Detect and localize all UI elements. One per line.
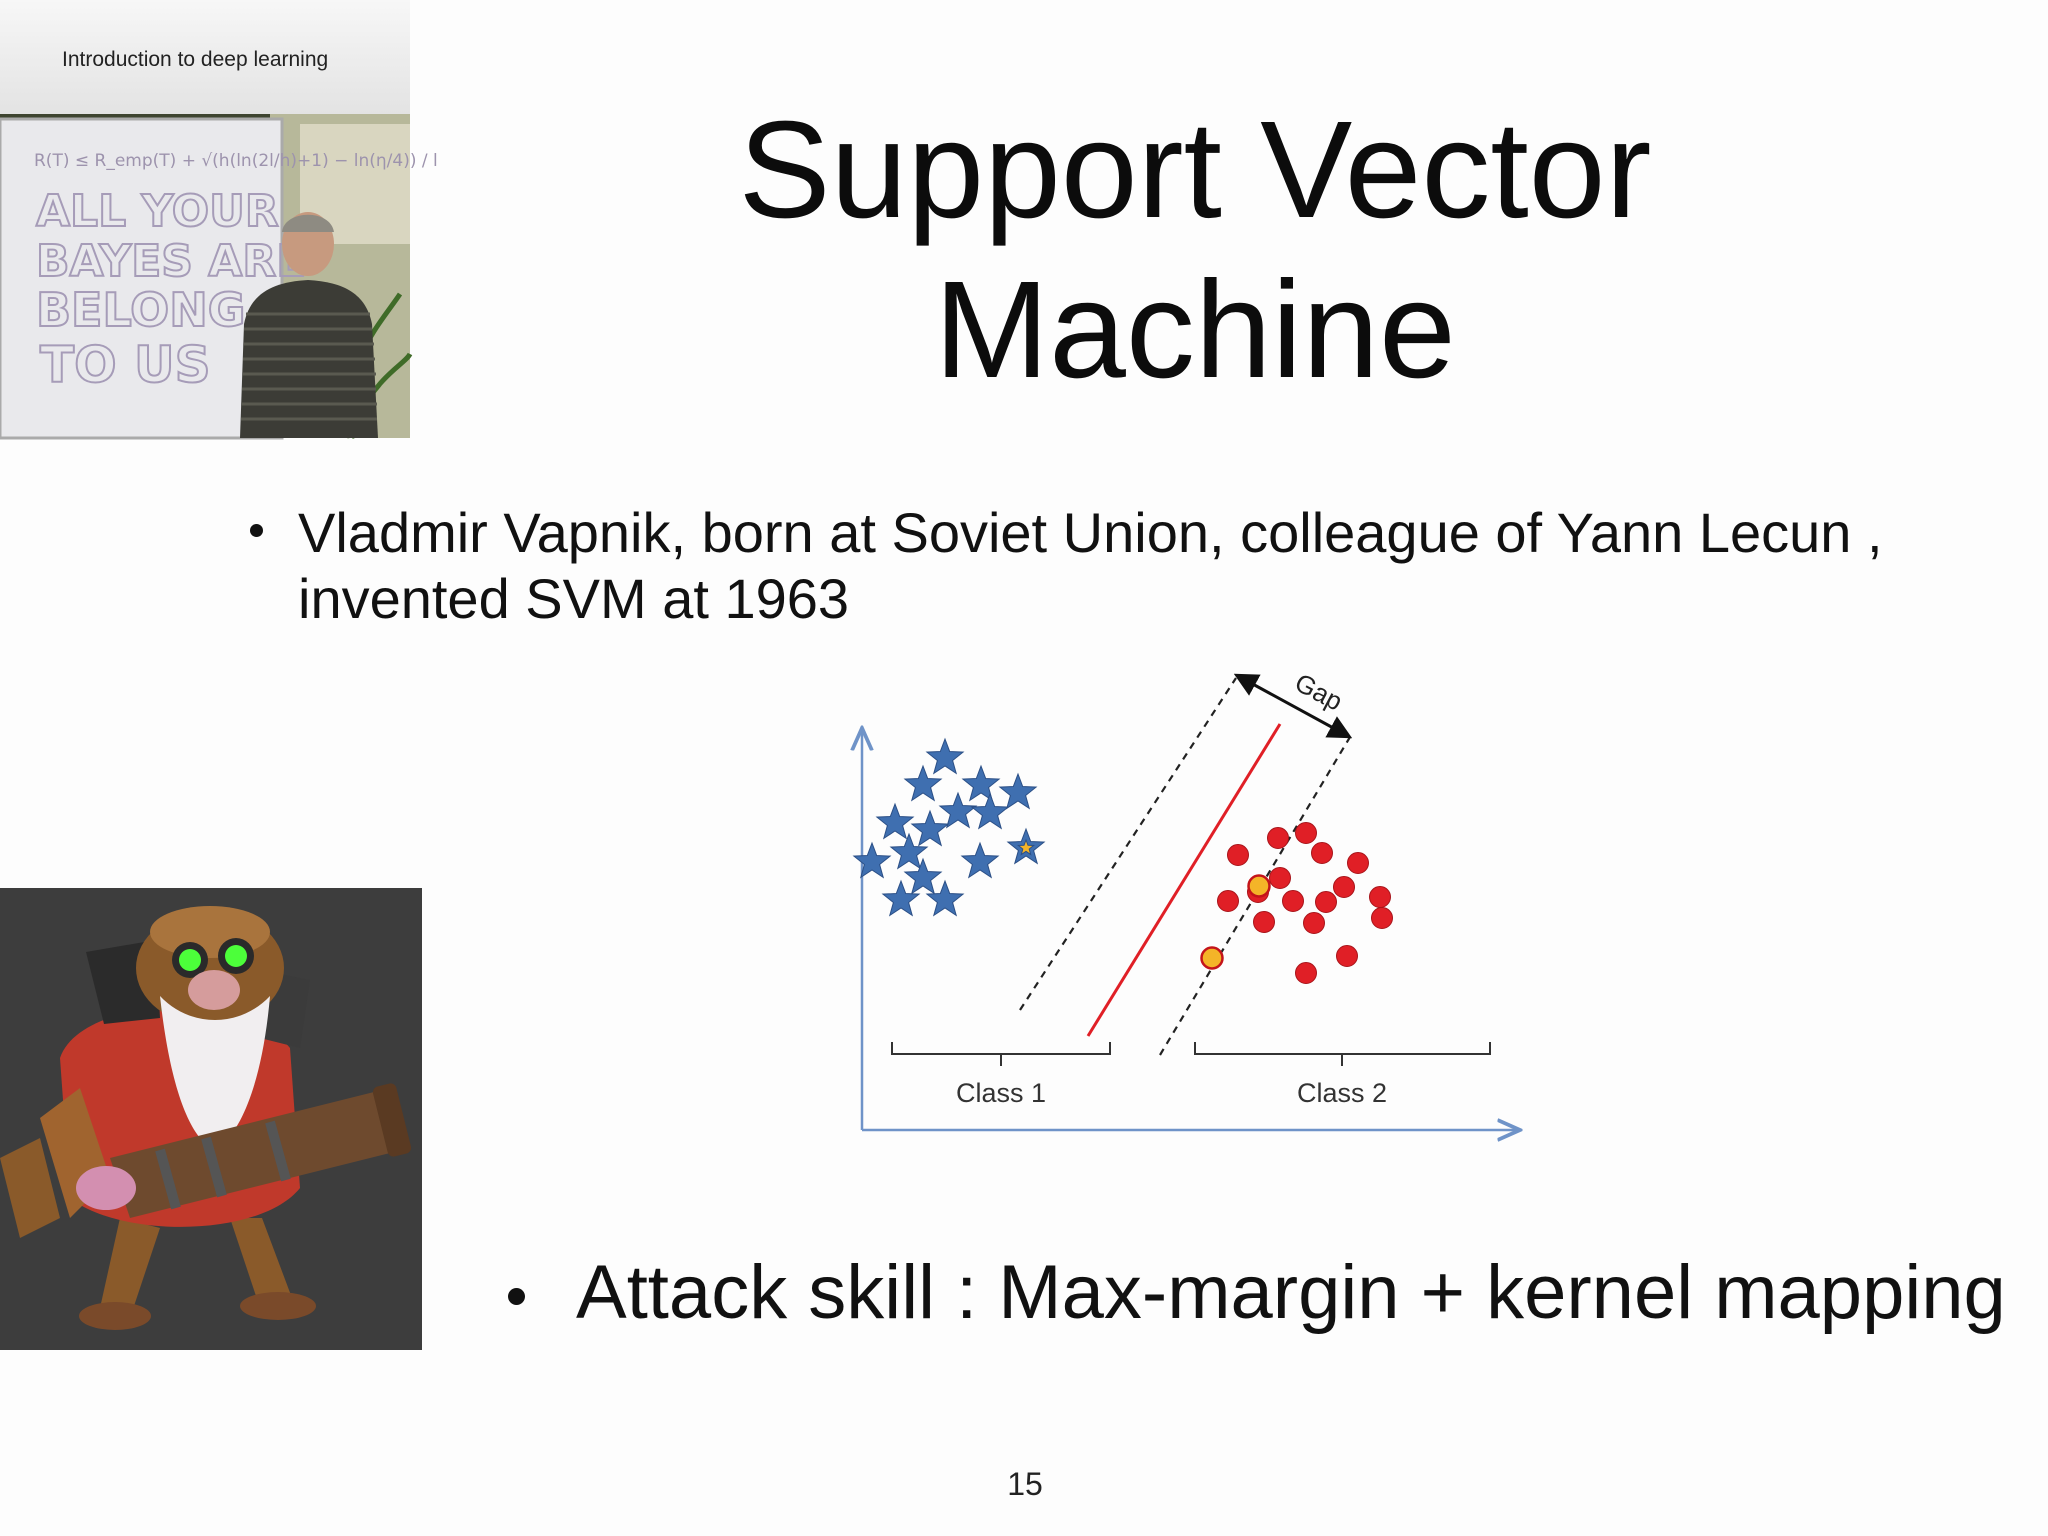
margin-line-left <box>1019 677 1237 1011</box>
class2-dot-point <box>1227 844 1249 866</box>
title-line-1: Support Vector <box>738 93 1652 247</box>
class1-star-point <box>970 792 1010 830</box>
page-number: 15 <box>1007 1466 1043 1502</box>
class2-dot-point <box>1217 890 1239 912</box>
class1-star-point <box>903 764 943 802</box>
course-title: Introduction to deep learning <box>62 48 329 71</box>
class2-support-vector <box>1200 946 1224 970</box>
class1-star-point <box>925 879 965 917</box>
class1-star-point <box>938 791 978 829</box>
vapnik-photo: R(T) ≤ R_emp(T) + √(h(ln(2l/h)+1) − ln(η… <box>0 114 438 440</box>
class1-bracket <box>891 1042 1111 1066</box>
class1-star-point <box>960 841 1000 879</box>
bullet-text: Attack skill : Max-margin + kernel mappi… <box>576 1250 2006 1335</box>
class2-dot-point <box>1295 822 1317 844</box>
class2-dot-point <box>1347 852 1369 874</box>
bullet-text: Vladmir Vapnik, born at Soviet Union, co… <box>298 501 1883 630</box>
class2-dot-point <box>1282 890 1304 912</box>
bullet-dot <box>508 1288 525 1305</box>
class1-star-point <box>903 857 943 895</box>
class1-star-point <box>910 809 950 847</box>
gap-arrow <box>1233 673 1353 739</box>
class1-star-point <box>881 879 921 917</box>
class1-star-point <box>889 832 929 870</box>
class1-support-vector <box>1017 838 1035 856</box>
whiteboard-line-2: BAYES ARE <box>36 236 306 287</box>
class1-star-point <box>961 764 1001 802</box>
class2-dot-point <box>1336 945 1358 967</box>
class1-star-point <box>925 737 965 775</box>
class2-dot-point <box>1371 907 1393 929</box>
class2-label: Class 2 <box>1297 1078 1387 1108</box>
whiteboard-line-3: BELONG <box>36 283 246 337</box>
class2-dot-point <box>1311 842 1333 864</box>
svm-diagram: Gap Class 1 Class 2 <box>840 660 1540 1170</box>
class2-dot-point <box>1315 891 1337 913</box>
whiteboard-line-1: ALL YOUR <box>36 186 279 237</box>
class2-dot-point <box>1267 827 1289 849</box>
class2-support-vector <box>1247 874 1271 898</box>
slide-title: Support Vector Machine <box>560 90 1830 410</box>
whiteboard-formula: R(T) ≤ R_emp(T) + √(h(ln(2l/h)+1) − ln(η… <box>34 151 438 171</box>
class1-star-point <box>852 841 892 879</box>
class2-dot-point <box>1303 912 1325 934</box>
class1-points <box>852 737 1046 917</box>
title-line-2: Machine <box>934 253 1456 407</box>
class1-star-point <box>998 772 1038 810</box>
bullet-dot <box>250 524 263 537</box>
class2-bracket <box>1194 1042 1491 1066</box>
class2-points <box>1200 822 1393 984</box>
whiteboard-line-4: TO US <box>40 336 211 394</box>
class2-dot-point <box>1269 867 1291 889</box>
class1-star-point <box>875 802 915 840</box>
class2-dot-point <box>1369 886 1391 908</box>
header-strip: Introduction to deep learning <box>0 0 410 115</box>
class1-label: Class 1 <box>956 1078 1046 1108</box>
class2-dot-point <box>1253 911 1275 933</box>
separating-hyperplane <box>1086 723 1282 1037</box>
class2-dot-point <box>1295 962 1317 984</box>
character-image <box>0 888 422 1350</box>
class2-dot-point <box>1333 876 1355 898</box>
